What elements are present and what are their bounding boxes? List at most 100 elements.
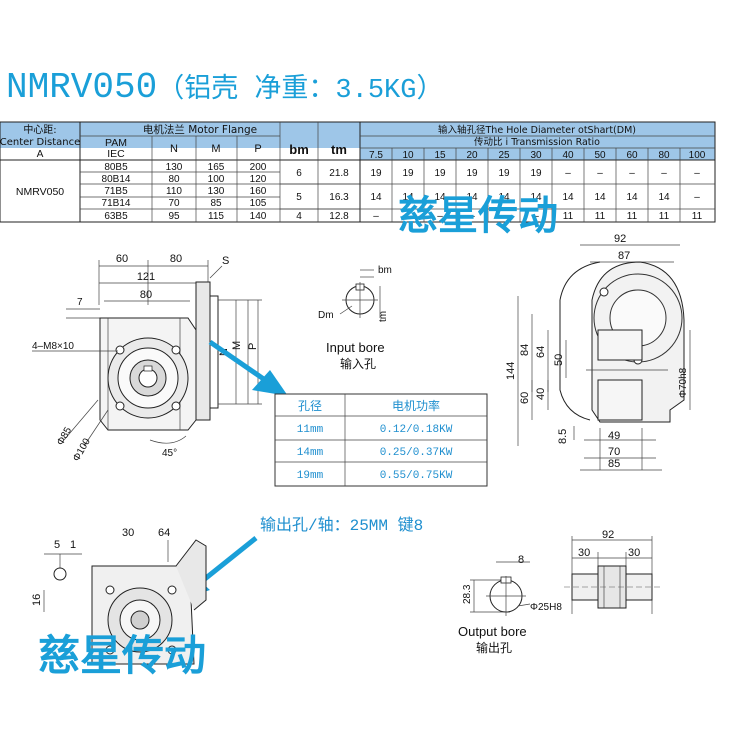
m-cell: 100 xyxy=(208,174,225,185)
dim-s: S xyxy=(222,255,229,267)
bm-cell: 6 xyxy=(296,168,302,179)
dim-87: 87 xyxy=(618,250,630,262)
output-bore-diagram: 8 28.3 Φ25H8 Output bore 输出孔 xyxy=(458,554,562,655)
bore-cell: – xyxy=(597,168,603,179)
power-header-power: 电机功率 xyxy=(392,398,440,413)
dim-92: 92 xyxy=(614,233,626,245)
dim-49: 49 xyxy=(608,430,620,442)
dim-7: 7 xyxy=(77,297,83,308)
watermark-top: 慈星传动 xyxy=(398,192,558,239)
bore-cell: – xyxy=(405,211,411,222)
bore-cell: – xyxy=(469,211,475,222)
dm-label: Dm xyxy=(318,310,334,321)
dim-64: 64 xyxy=(535,346,547,358)
bolt-spec: 4–M8×10 xyxy=(32,341,74,352)
dim-70: 70 xyxy=(608,446,620,458)
bore-cell: – xyxy=(373,211,379,222)
dim-50: 50 xyxy=(553,354,565,366)
dim-84: 84 xyxy=(519,344,531,356)
p-cell: 200 xyxy=(250,162,267,173)
input-bore-label-en: Input bore xyxy=(326,340,385,355)
power-cell-kw: 0.25/0.37KW xyxy=(380,447,453,459)
bm-header: bm xyxy=(289,142,309,157)
bore-cell: 14 xyxy=(658,192,670,203)
dim-144: 144 xyxy=(505,362,517,380)
bore-cell: 14 xyxy=(626,192,638,203)
ratio-label: 15 xyxy=(434,150,446,161)
bore-diameter: Φ25H8 xyxy=(530,602,562,613)
pam-cell: 80B5 xyxy=(104,162,128,173)
dim-phi100: Φ100 xyxy=(71,436,93,463)
ratio-label: 100 xyxy=(689,150,706,161)
bore-cell: 19 xyxy=(466,168,478,179)
weight-note: （铝壳 净重：3.5KG） xyxy=(157,76,444,106)
ratio-label: 50 xyxy=(594,150,606,161)
ratio-label: 25 xyxy=(498,150,510,161)
output-note: 输出孔/轴：25MM 键8 xyxy=(260,516,423,535)
p-cell: 105 xyxy=(250,198,267,209)
dim-60: 60 xyxy=(519,392,531,404)
m-cell: 85 xyxy=(210,198,222,209)
n-cell: 110 xyxy=(166,186,182,197)
shaft-dim-92: 92 xyxy=(602,529,614,541)
bore-cell: 14 xyxy=(370,192,382,203)
center-distance-header-3: A xyxy=(37,149,44,160)
page-title: NMRV050（铝壳 净重：3.5KG） xyxy=(6,66,443,108)
pam-cell: 71B14 xyxy=(102,198,131,209)
output-bore-label-en: Output bore xyxy=(458,624,527,639)
output-bore-label-cn: 输出孔 xyxy=(476,640,512,655)
dim-80b: 80 xyxy=(140,289,152,301)
dim-5: 5 xyxy=(54,539,60,551)
p-cell: 140 xyxy=(250,211,267,222)
side-view-drawing: 92 87 144 84 64 50 60 40 8.5 Φ70h8 xyxy=(505,233,691,471)
ratio-label: 60 xyxy=(626,150,638,161)
dim-30: 30 xyxy=(122,527,134,539)
bore-cell: 11 xyxy=(692,211,703,222)
m-cell: 165 xyxy=(208,162,225,173)
dim-64: 64 xyxy=(158,527,170,539)
bore-cell: – xyxy=(694,192,700,203)
dim-angle: 45° xyxy=(162,448,177,459)
input-bore-header: 输入轴孔径The Hole Diameter otShart(DM) xyxy=(438,124,636,136)
bore-cell: 11 xyxy=(659,211,670,222)
bore-cell: 19 xyxy=(402,168,414,179)
ratio-label: 10 xyxy=(402,150,414,161)
n-cell: 80 xyxy=(168,174,180,185)
bm-cell: 4 xyxy=(296,211,302,222)
n-cell: 130 xyxy=(166,162,183,173)
ratio-label: 30 xyxy=(530,150,542,161)
p-header: P xyxy=(254,143,261,155)
center-distance-header-1: 中心距: xyxy=(23,123,56,136)
pointer-arrow xyxy=(208,339,288,396)
power-cell-kw: 0.12/0.18KW xyxy=(380,424,453,436)
m-cell: 115 xyxy=(208,211,224,222)
bottom-view-drawing: 5 1 16 30 64 xyxy=(31,527,207,665)
n-cell: 95 xyxy=(168,211,180,222)
bore-cell: 14 xyxy=(434,192,446,203)
ratio-header: 传动比 i Transmission Ratio xyxy=(474,136,600,148)
dim-phi85: Φ85 xyxy=(55,425,74,447)
front-view-drawing: 60 80 121 80 7 S N M P 4–M8×10 xyxy=(32,253,262,464)
bore-cell: – xyxy=(629,168,635,179)
dim-m: M xyxy=(231,341,243,350)
shaft-dim-30b: 30 xyxy=(628,547,640,559)
pam-header-2: IEC xyxy=(107,148,125,160)
p-cell: 160 xyxy=(250,186,267,197)
bore-cell: 14 xyxy=(498,192,510,203)
dim-60: 60 xyxy=(116,253,128,265)
n-cell: 70 xyxy=(168,198,180,209)
watermark-bottom: 慈星传动 xyxy=(38,631,206,680)
bore-cell: – xyxy=(533,211,539,222)
bore-cell: – xyxy=(661,168,667,179)
shaft-dim-30a: 30 xyxy=(578,547,590,559)
bore-cell: 19 xyxy=(434,168,446,179)
bm-cell: 5 xyxy=(296,192,302,203)
tm-cell: 16.3 xyxy=(329,192,349,203)
power-header-bore: 孔径 xyxy=(298,399,322,413)
p-cell: 120 xyxy=(250,174,267,185)
motor-flange-header: 电机法兰 Motor Flange xyxy=(143,123,257,136)
bore-cell: 19 xyxy=(530,168,542,179)
bore-cell: 14 xyxy=(562,192,574,203)
